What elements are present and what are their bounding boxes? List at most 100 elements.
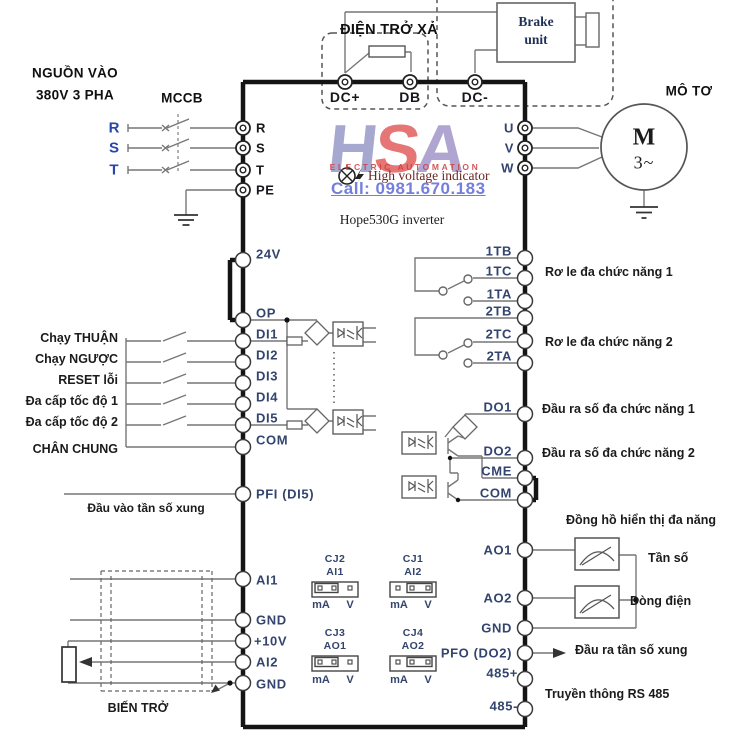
terminal-label-dc-plus: DC+ [329,89,361,105]
cj3-signal: AO1 [323,640,347,652]
label-meters: Đồng hồ hiển thị đa năng [566,513,716,527]
source-phase-t: T [109,161,119,179]
terminal-gnd3 [516,619,534,637]
lightning-bolt-icon [354,166,364,187]
terminal-gnd2 [234,674,252,692]
terminal-label-s: S [256,140,266,156]
cj2-jumper-cap [314,582,339,594]
cj2-ma: mA [312,599,330,611]
label-current: Dòng điện [630,594,692,608]
terminal-do2 [516,449,534,467]
terminal-com-left [234,438,252,456]
label-digital-out1: Đầu ra số đa chức năng 1 [542,402,695,416]
label-digital-out2: Đầu ra số đa chức năng 2 [542,446,695,460]
cj4-ma: mA [390,674,408,686]
cj3-name: CJ3 [324,627,346,639]
cj4-v: V [424,674,432,686]
braking-resistor [368,45,406,58]
terminal-pfo [516,644,534,662]
do1-optocoupler-box [401,431,437,455]
terminal-2ta [516,354,534,372]
label-reset: RESET lỗi [58,373,118,387]
power-source-label-2: 380V 3 PHA [35,87,115,103]
brake-unit-resistor [585,12,600,48]
terminal-2tc [516,332,534,350]
watermark-subtitle: ELECTRIC AUTOMATION [329,162,481,172]
mccb-label: MCCB [161,90,203,106]
cj2-name: CJ2 [324,553,346,565]
label-relay1: Rơ le đa chức năng 1 [545,265,673,279]
potentiometer-arrow [79,657,92,667]
terminal-label-db: DB [399,89,421,105]
source-phase-s: S [108,139,120,157]
terminal-label-pe: PE [256,182,275,198]
terminal-di3 [234,374,252,392]
terminal-label-pfo: PFO (DO2) [440,645,512,661]
terminal-label-ao2: AO2 [483,590,512,606]
terminal-label-ai1: AI1 [256,572,279,588]
terminal-label-1tc: 1TC [485,263,512,279]
motor-symbol [600,103,688,191]
terminal-label-di3: DI3 [256,368,279,384]
junction-dots [227,317,639,686]
switch-input-wires [64,331,239,495]
terminal-label-485n: 485- [489,698,518,714]
high-voltage-lamp-icon [338,165,364,187]
terminal-label-di5: DI5 [256,410,279,426]
pe-ground-wire [185,189,645,215]
motor-m-symbol: M [632,124,656,151]
potentiometer-body [61,646,77,683]
pulse-output-arrow [553,648,566,658]
terminal-label-com-right: COM [479,485,512,501]
terminal-pfi [234,485,252,503]
terminal-24v [234,251,252,269]
terminal-label-r: R [256,120,266,136]
high-voltage-indicator-label: High voltage indicator [368,168,490,183]
cj4-jumper-cap [406,656,433,668]
ground-symbols [174,206,658,226]
cj4-name: CJ4 [402,627,424,639]
jumper-blocks [311,581,437,672]
cj3-ma: mA [312,674,330,686]
terminal-485p [516,670,534,688]
terminal-label-di1: DI1 [256,326,279,342]
brake-resistor-dashed-box [321,32,429,110]
terminal-gnd1 [234,611,252,629]
pe-ground-symbol [174,214,198,226]
terminal-di4 [234,395,252,413]
mccb-input-wires [127,118,239,174]
dc-bus-wires [344,11,587,74]
power-terminals [235,74,533,198]
relay-contacts [438,274,473,368]
label-frequency: Tần số [648,551,689,565]
cj3-jumper-cap [314,656,339,668]
source-phase-r: R [108,119,120,137]
cj1-signal: AI2 [404,566,422,578]
do2-optocoupler-box [401,475,437,499]
di1-series-resistor [286,336,303,346]
label-potentiometer: BIẾN TRỞ [107,701,169,715]
terminal-label-di2: DI2 [256,347,279,363]
control-terminals [234,249,534,718]
terminal-ai2 [234,653,252,671]
terminal-label-com-left: COM [256,432,289,448]
terminal-label-485p: 485+ [486,665,518,681]
terminal-label-t: T [256,162,265,178]
arrows [79,648,566,693]
label-pulse-output: Đầu ra tần số xung [575,643,688,657]
motor-phase-symbol: 3~ [633,152,655,173]
frequency-meter-box [574,537,620,571]
label-multispeed2: Đa cấp tốc độ 2 [25,415,118,429]
label-run-forward: Chạy THUẬN [40,331,118,345]
terminal-485n [516,700,534,718]
digital-input-wires [243,319,376,431]
label-common: CHÂN CHUNG [32,442,118,456]
di1-bridge [304,320,330,346]
terminal-label-dc-minus: DC- [461,89,489,105]
watermark-phone: Call: 0981.670.183 [331,179,486,198]
terminal-label-gnd2: GND [256,676,287,692]
terminal-label-v: V [504,140,514,156]
terminal-label-2ta: 2TA [486,348,512,364]
